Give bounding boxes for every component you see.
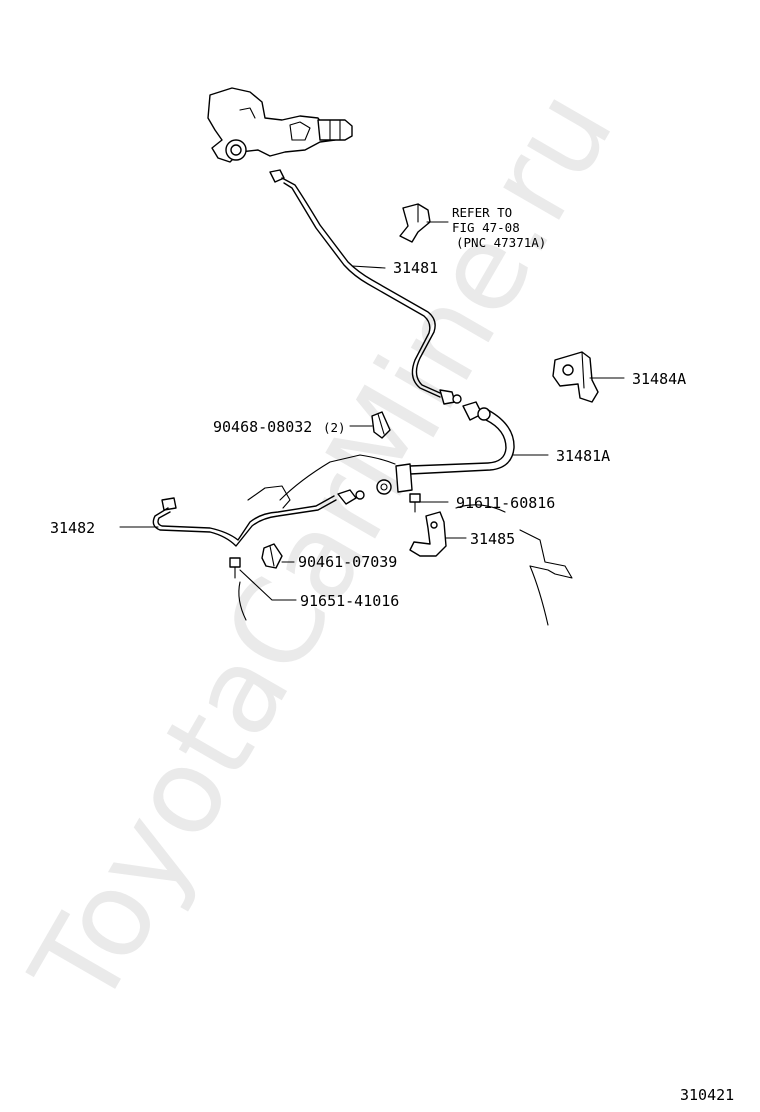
callout-31484a: 31484A [632, 370, 686, 388]
callout-31485: 31485 [470, 530, 515, 548]
callout-91611: 91611-60816 [456, 494, 555, 512]
bolt-91651 [229, 557, 241, 579]
figure-number: 310421 [680, 1086, 734, 1104]
bracket-31485 [409, 511, 447, 557]
body-contour [238, 454, 573, 626]
callout-90468: 90468-08032 [213, 418, 312, 436]
callout-31481: 31481 [393, 259, 438, 277]
clutch-line-31482 [152, 489, 365, 547]
watermark: ToyotaCarMine.ru [4, 67, 639, 1030]
callout-31481a: 31481A [556, 447, 610, 465]
bolt-91611 [409, 493, 421, 513]
bracket-31484a [552, 351, 599, 403]
callout-90461: 90461-07039 [298, 553, 397, 571]
flex-hose-31481a [376, 401, 515, 495]
refer-to-line2: FIG 47-08 [452, 220, 520, 235]
refer-to-line1: REFER TO [452, 205, 512, 220]
refer-clip [399, 203, 431, 243]
callout-31482: 31482 [50, 519, 95, 537]
clip-90461 [261, 543, 283, 569]
callout-90468-qty: (2) [323, 420, 346, 435]
callout-91651: 91651-41016 [300, 592, 399, 610]
clip-90468 [371, 411, 391, 439]
clutch-master-cylinder [207, 87, 353, 163]
clutch-line-31481 [269, 169, 462, 405]
refer-to-line3: (PNC 47371A) [456, 235, 546, 250]
